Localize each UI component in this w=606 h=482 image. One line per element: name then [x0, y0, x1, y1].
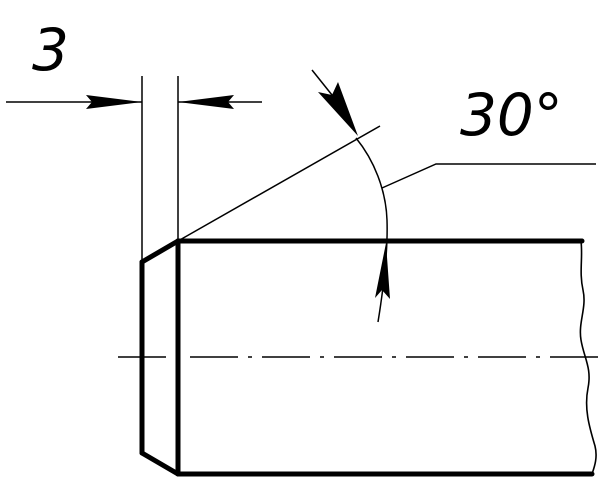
angle-arc	[355, 137, 388, 323]
angle-arrowhead-top	[318, 82, 358, 136]
chamfer-bottom-line	[139, 450, 181, 477]
break-line	[579, 240, 597, 475]
angle-dimension-label: 30°	[460, 81, 563, 149]
length-dimension	[6, 95, 262, 109]
chamfer-top-line	[139, 238, 181, 265]
angle-dimension	[177, 69, 596, 323]
length-dimension-label: 3	[32, 16, 69, 84]
angle-extension-line	[177, 125, 381, 242]
arrowhead-right	[178, 95, 234, 109]
length-extension-lines	[141, 76, 179, 262]
angle-arrowhead-bottom	[375, 243, 390, 299]
angle-leader-line	[381, 163, 596, 189]
arrowhead-left	[86, 95, 142, 109]
